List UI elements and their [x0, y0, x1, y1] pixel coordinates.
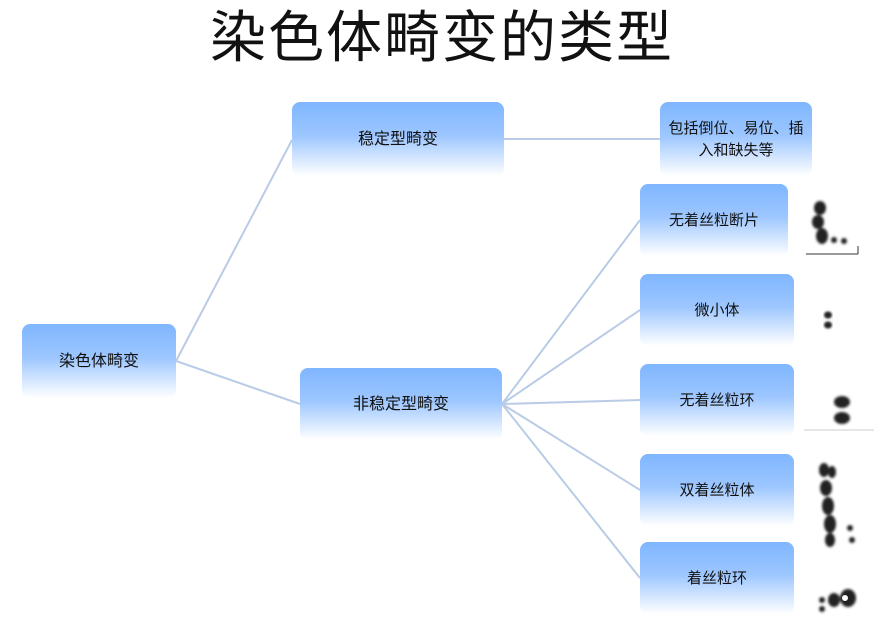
- unstable-aberration-node: 非稳定型畸变: [300, 368, 502, 440]
- stable-examples-label: 包括倒位、易位、插入和缺失等: [668, 119, 804, 159]
- root-node-label: 染色体畸变: [58, 351, 139, 370]
- leaf-label-centric-ring: 着丝粒环: [686, 569, 747, 587]
- leaf-node-centric-ring: 着丝粒环: [640, 542, 794, 614]
- connector-unstable-leaf-1: [501, 219, 641, 405]
- acentric-ring-chromosome-image: [804, 396, 874, 431]
- stable-examples-node: 包括倒位、易位、插入和缺失等: [660, 102, 812, 176]
- leaf-label-dicentric: 双着丝粒体: [679, 481, 755, 499]
- connector-root-stable: [175, 139, 293, 362]
- leaf-node-minute: 微小体: [640, 274, 794, 346]
- dicentric-chromosome-image: [819, 463, 855, 547]
- leaf-label-acentric-ring: 无着丝粒环: [679, 391, 755, 409]
- unstable-aberration-label: 非稳定型畸变: [352, 394, 449, 413]
- leaf-node-dicentric: 双着丝粒体: [640, 454, 794, 526]
- stable-aberration-label: 稳定型畸变: [357, 129, 438, 148]
- diagram-title: 染色体畸变的类型: [210, 6, 674, 71]
- connector-unstable-leaf-4: [501, 403, 641, 491]
- connector-root-unstable: [175, 360, 301, 405]
- connector-unstable-leaf-3: [501, 399, 641, 405]
- leaf-label-minute: 微小体: [694, 301, 740, 319]
- stable-aberration-node: 稳定型畸变: [292, 102, 504, 176]
- connector-unstable-leaf-5: [501, 403, 641, 579]
- leaf-node-acentric-fragment: 无着丝粒断片: [640, 184, 788, 256]
- root-node: 染色体畸变: [22, 324, 176, 398]
- leaf-label-acentric-fragment: 无着丝粒断片: [668, 211, 759, 229]
- connector-unstable-leaf-2: [501, 309, 641, 405]
- minute-chromosome-image: [824, 311, 832, 329]
- leaf-node-acentric-ring: 无着丝粒环: [640, 364, 794, 436]
- centric-ring-chromosome-image: [819, 589, 856, 612]
- acentric-fragment-chromosome-image: [806, 201, 859, 255]
